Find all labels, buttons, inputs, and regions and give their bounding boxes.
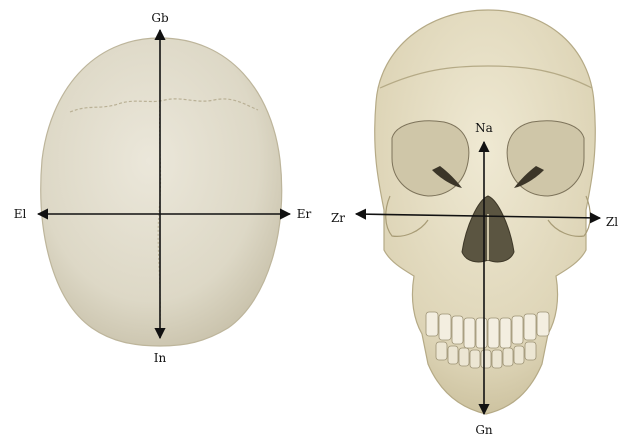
label-na: Na bbox=[475, 121, 493, 135]
label-gb: Gb bbox=[151, 11, 169, 25]
cranial-vault-outline bbox=[41, 38, 282, 346]
label-er: Er bbox=[297, 207, 312, 221]
label-zl: Zl bbox=[606, 215, 618, 229]
skull-frontal-view: Na Gn Zr Zl bbox=[331, 10, 618, 437]
label-zr: Zr bbox=[331, 211, 345, 225]
skull-superior-view: Gb In El Er bbox=[14, 11, 312, 365]
label-el: El bbox=[14, 207, 27, 221]
label-gn: Gn bbox=[475, 423, 493, 437]
label-in: In bbox=[154, 351, 167, 365]
